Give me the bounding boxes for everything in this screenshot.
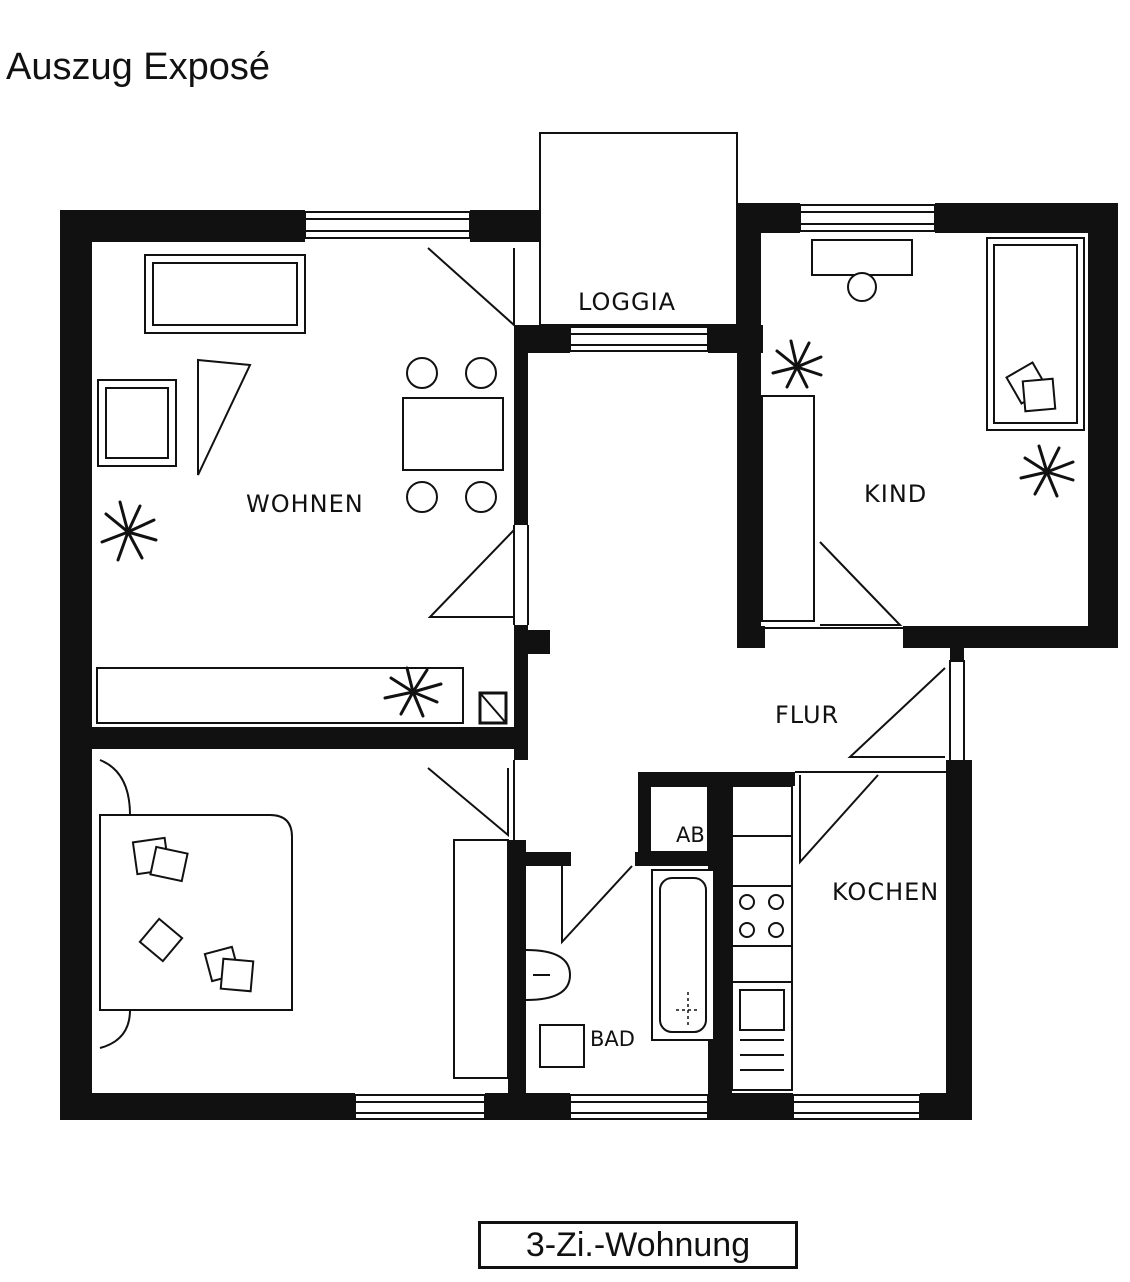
apartment-caption: 3-Zi.-Wohnung xyxy=(478,1221,798,1269)
door-swing xyxy=(427,767,509,838)
outer-wall-east xyxy=(946,760,972,1120)
windows xyxy=(304,204,936,1120)
bedroom-north-wall xyxy=(60,727,528,749)
nightstand xyxy=(99,759,131,816)
kind-south-wall xyxy=(903,626,1118,648)
kitchen-sink xyxy=(731,981,793,1091)
outer-wall-south xyxy=(60,1093,355,1120)
room-label-wohnen: WOHNEN xyxy=(246,490,364,518)
toilet xyxy=(539,1024,585,1068)
pillows xyxy=(131,361,1057,993)
stove xyxy=(731,885,793,947)
door-swing xyxy=(799,774,879,865)
bathtub xyxy=(651,869,715,1041)
window xyxy=(792,1094,921,1120)
door-swing xyxy=(427,529,515,618)
ab-west-wall xyxy=(638,772,650,852)
door-swing xyxy=(819,541,903,626)
kind-south-wall xyxy=(737,626,765,648)
sofa xyxy=(144,254,306,334)
plant-icon xyxy=(771,339,823,389)
loggia-outline xyxy=(539,132,738,326)
kitchen-cabinet xyxy=(731,945,793,983)
doors xyxy=(427,247,946,945)
storage-shelf xyxy=(649,785,709,853)
drain xyxy=(676,992,700,1028)
plant-icon xyxy=(1019,444,1075,498)
plant-icon xyxy=(383,666,443,718)
walls xyxy=(60,203,1118,1120)
shaft xyxy=(478,691,508,725)
room-label-kind: KIND xyxy=(864,480,927,508)
furniture xyxy=(96,237,1085,1091)
wohnen-east-wall xyxy=(514,625,528,760)
window xyxy=(569,1094,709,1120)
outer-wall-north xyxy=(470,210,540,242)
dining-set xyxy=(402,357,504,513)
bad-north-wall xyxy=(526,852,571,866)
kitchen-cabinet xyxy=(731,835,793,887)
thin-lines xyxy=(479,525,965,840)
wall-stub xyxy=(950,648,964,662)
kitchen-cabinet xyxy=(731,785,793,837)
room-label-kochen: KOCHEN xyxy=(832,878,939,906)
door-swing xyxy=(561,865,633,945)
bedroom-wardrobe xyxy=(453,839,509,1079)
window xyxy=(569,326,709,352)
outer-wall-north xyxy=(60,210,305,242)
plants xyxy=(100,339,1075,718)
outer-wall-west xyxy=(60,210,92,1120)
double-bed xyxy=(99,814,293,1011)
side-table xyxy=(197,358,252,476)
room-label-bad: BAD xyxy=(590,1027,635,1051)
armchair xyxy=(97,379,177,467)
kind-west-wall xyxy=(737,203,761,648)
room-label-ab: AB xyxy=(676,823,705,847)
room-label-flur: FLUR xyxy=(775,701,839,729)
bad-north-wall xyxy=(635,852,720,866)
door-swing xyxy=(847,667,946,758)
window xyxy=(799,204,936,232)
wardrobe xyxy=(761,395,815,622)
window xyxy=(304,211,471,239)
wall-niche xyxy=(528,630,550,654)
wash-basin xyxy=(525,949,572,1001)
outer-wall-north xyxy=(935,203,1118,233)
page-title: Auszug Exposé xyxy=(6,46,271,88)
bad-west-wall xyxy=(508,840,526,1120)
outer-wall-east xyxy=(1088,203,1118,648)
window xyxy=(354,1094,486,1120)
room-label-loggia: LOGGIA xyxy=(578,288,676,316)
outer-wall-south xyxy=(485,1093,570,1120)
wohnen-east-wall xyxy=(514,325,528,525)
nightstand xyxy=(99,1009,131,1049)
plant-icon xyxy=(100,500,158,562)
desk xyxy=(811,239,913,302)
door-swing xyxy=(427,247,515,328)
